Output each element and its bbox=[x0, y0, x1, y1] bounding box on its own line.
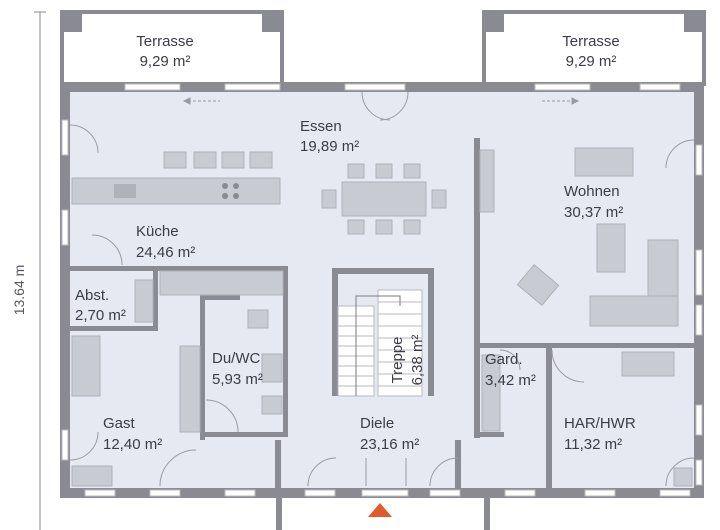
kueche-area: 24,46 m² bbox=[136, 244, 195, 261]
essen-area: 19,89 m² bbox=[300, 138, 359, 155]
wohnen-area: 30,37 m² bbox=[564, 204, 623, 221]
harhwr-area: 11,32 m² bbox=[564, 436, 622, 453]
sliding-door-arrows bbox=[182, 97, 580, 105]
diele-area: 23,16 m² bbox=[360, 436, 419, 453]
gard-label: Gard. bbox=[485, 351, 523, 368]
gard-area: 3,42 m² bbox=[485, 372, 536, 389]
staircase bbox=[332, 268, 434, 397]
diele-label: Diele bbox=[360, 415, 394, 432]
harhwr-label: HAR/HWR bbox=[564, 415, 636, 432]
height-dimension: 13.64 m bbox=[11, 11, 46, 530]
living-furniture bbox=[479, 147, 679, 327]
duwc-area: 5,93 m² bbox=[212, 371, 263, 388]
room-furniture bbox=[71, 309, 693, 487]
duwc-label: Du/WC bbox=[212, 350, 261, 367]
interior-walls bbox=[68, 138, 696, 488]
stove-icon bbox=[114, 183, 239, 199]
dining-table bbox=[321, 163, 447, 235]
terrace-left-area: 9,29 m² bbox=[140, 53, 191, 70]
kueche-label: Küche bbox=[136, 223, 179, 240]
height-dimension-label: 13.64 m bbox=[11, 265, 27, 316]
gast-area: 12,40 m² bbox=[103, 436, 162, 453]
terrace-left bbox=[60, 10, 284, 86]
entrance-marker-icon bbox=[368, 503, 392, 517]
terrace-right-area: 9,29 m² bbox=[566, 53, 617, 70]
abst-label: Abst. bbox=[75, 287, 109, 304]
treppe-area: 6,38 m² bbox=[409, 335, 426, 386]
windows bbox=[61, 83, 703, 497]
treppe-label: Treppe bbox=[389, 337, 406, 384]
gast-label: Gast bbox=[103, 415, 136, 432]
essen-label: Essen bbox=[300, 118, 342, 135]
terrace-right-label: Terrasse bbox=[562, 33, 620, 50]
door-swings bbox=[69, 91, 695, 487]
wohnen-label: Wohnen bbox=[564, 183, 620, 200]
entrance-posts bbox=[276, 498, 490, 530]
abst-area: 2,70 m² bbox=[75, 307, 126, 324]
kitchen-counter bbox=[71, 151, 284, 323]
terrace-left-label: Terrasse bbox=[136, 33, 194, 50]
